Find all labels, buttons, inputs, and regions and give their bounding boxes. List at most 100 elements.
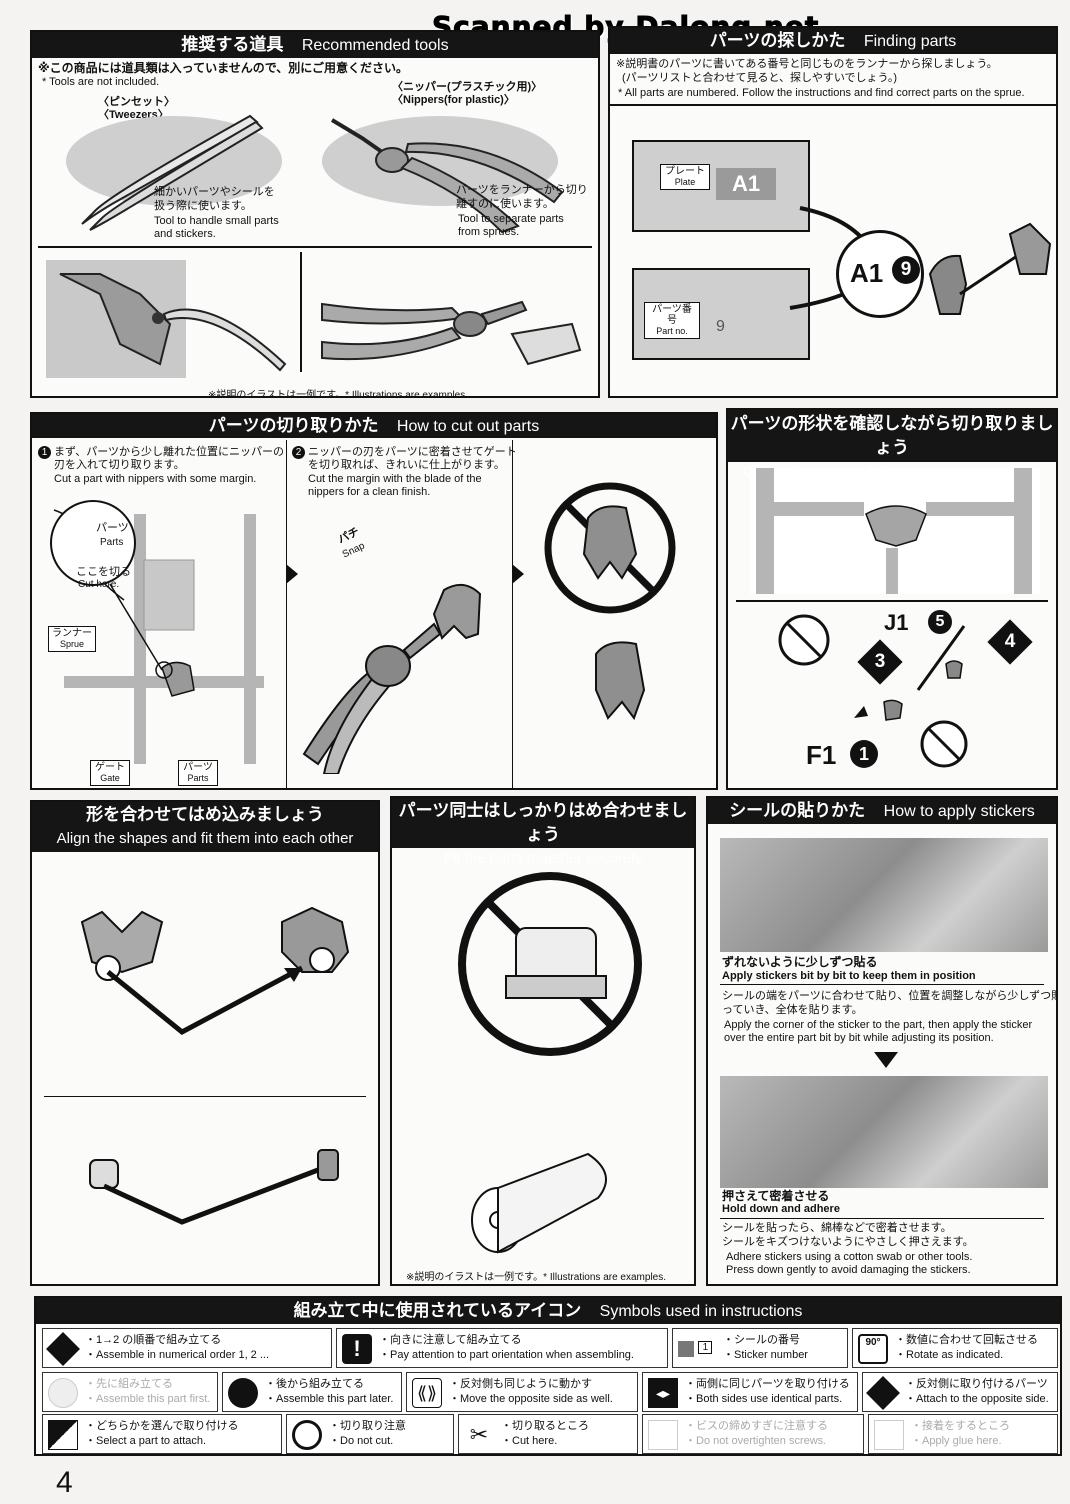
symbol-text: ・接着をするところ・Apply glue here.: [911, 1420, 1010, 1447]
sticker-divider-2: [720, 1218, 1044, 1219]
header-jp: 組み立て中に使用されているアイコン: [293, 1301, 582, 1320]
symbol-attach-opposite: ・反対側に取り付けるパーツ・Attach to the opposite sid…: [862, 1372, 1058, 1412]
symbol-assemble-first: ・先に組み立てる・Assemble this part first.: [42, 1372, 218, 1412]
sticker-step1-jp1: シールの端をパーツに合わせて貼り、位置を調整しながら少しずつ貼: [722, 990, 1058, 1002]
finding-part-illustration: [928, 222, 1052, 315]
align-illustration-bottom: [89, 1149, 339, 1225]
header-en: How to cut out parts: [396, 418, 540, 435]
cut-here-icon: ✂: [469, 1422, 489, 1447]
nippers-bg-blob: [322, 116, 558, 206]
symbol-text: ・どちらかを選んで取り付ける・Select a part to attach.: [85, 1420, 239, 1447]
header-jp: パーツ同士はしっかりはめ合わせましょう: [398, 801, 688, 844]
fit-parts-panel: パーツ同士はしっかりはめ合わせましょう Fit the parts togeth…: [390, 796, 696, 1286]
header-jp: パーツの形状を確認しながら切り取りましょう: [730, 414, 1054, 457]
finding-note-jp1: ※説明書のパーツに書いてある番号と同じものをランナーから探しましょう。: [616, 58, 998, 70]
sticker-down-arrow: [874, 1052, 898, 1068]
sticker-step2-heading-en: Hold down and adhere: [722, 1203, 840, 1215]
sticker-step2-jp1: シールを貼ったら、綿棒などで密着させます。: [722, 1222, 952, 1234]
sticker-divider-1: [720, 984, 1044, 985]
symbol-text: ・向きに注意して組み立てる・Pay attention to part orie…: [379, 1334, 634, 1361]
sprue-illustration: [53, 509, 264, 764]
do-not-cut-icon: [292, 1420, 322, 1450]
cut-zoom-circle: [50, 500, 136, 586]
sprue-label-en: Sprue: [59, 639, 85, 649]
sticker-code: 1: [698, 1341, 713, 1354]
panel-header: パーツの切り取りかた How to cut out parts: [32, 414, 716, 438]
move-opposite-icon: ⟪⟫: [412, 1378, 442, 1408]
step2-badge: 2: [292, 446, 305, 459]
step-arrow-2: [512, 564, 524, 584]
cut-divider-2: [512, 440, 513, 788]
exclamation-icon: !: [342, 1334, 372, 1364]
panel-header: パーツ同士はしっかりはめ合わせましょう Fit the parts togeth…: [392, 798, 694, 867]
tweezers-desc-jp1: 細かいパーツやシールを: [154, 186, 275, 198]
gate-label: ゲート Gate: [90, 760, 130, 786]
shape-no-cut-icons: [778, 614, 968, 768]
header-en: Recommended tools: [301, 37, 449, 54]
tools-divider-vertical: [300, 252, 302, 372]
nippers-desc-en2: from sprues.: [458, 226, 520, 238]
tweezers-desc-jp2: 扱う際に使います。: [154, 200, 252, 212]
glue-icon: [874, 1420, 904, 1450]
symbol-text: ・切り取るところ・Cut here.: [501, 1420, 589, 1447]
part-callout-number: 9: [892, 256, 920, 284]
header-en: Align the shapes and fit them into each …: [56, 830, 354, 847]
header-en: How to apply stickers: [883, 803, 1035, 820]
symbol-text: ・反対側に取り付けるパーツ・Attach to the opposite sid…: [905, 1378, 1049, 1405]
cut-divider-1: [286, 440, 287, 788]
part-callout-letter: A1: [850, 258, 884, 288]
sticker-step2-en2: Press down gently to avoid damaging the …: [726, 1264, 971, 1276]
plate-label: プレート Plate: [660, 164, 710, 190]
screw-icon: [648, 1420, 678, 1450]
header-jp: 推奨する道具: [181, 35, 284, 54]
nippers-desc-jp1: パーツをランナーから切り: [456, 184, 588, 196]
recommended-tools-panel: 推奨する道具 Recommended tools ※この商品には道具類は入ってい…: [30, 30, 600, 398]
rotate-icon: 90°: [858, 1334, 888, 1364]
step-arrow-1: [286, 564, 298, 584]
sticker-step1-jp2: っていき、全体を貼ります。: [722, 1004, 863, 1016]
both-sides-icon: ◂▸: [648, 1378, 678, 1408]
parts-label-box: パーツ Parts: [178, 760, 218, 786]
symbol-glue: ・接着をするところ・Apply glue here.: [868, 1414, 1058, 1454]
nippers-label-jp: 〈ニッパー(プラスチック用)〉: [392, 81, 543, 93]
symbol-text: ・反対側も同じように動かす・Move the opposite side as …: [449, 1378, 613, 1405]
tools-divider: [38, 246, 592, 248]
tweezers-illustration: [81, 114, 264, 231]
fit-secure-illustration: [471, 1152, 607, 1254]
cut-result-illustration: [595, 641, 646, 721]
nippers-illustration: [330, 118, 564, 234]
plate-label-jp: プレート: [665, 166, 705, 177]
symbol-text: ・シールの番号・Sticker number: [723, 1334, 808, 1361]
sticker-photo-tweezers: [720, 838, 1048, 952]
partno-label: パーツ番号 Part no.: [644, 302, 700, 339]
symbol-move-opposite: ⟪⟫ ・反対側も同じように動かす・Move the opposite side …: [406, 1372, 638, 1412]
symbol-orientation: ! ・向きに注意して組み立てる・Pay attention to part or…: [336, 1328, 668, 1368]
step2-jp1: ニッパーの刃をパーツに密着させてゲート: [308, 446, 517, 458]
panel-header: 形を合わせてはめ込みましょう Align the shapes and fit …: [32, 802, 378, 852]
header-jp: 形を合わせてはめ込みましょう: [86, 805, 324, 824]
sticker-number-icon: 1: [678, 1334, 718, 1364]
step1-jp2: 刃を入れて切り取ります。: [54, 459, 185, 471]
symbol-screws: ・ビスの締めすぎに注意する・Do not overtighten screws.: [642, 1414, 864, 1454]
symbol-text: ・先に組み立てる・Assemble this part first.: [85, 1378, 211, 1405]
symbol-text: ・切り取り注意・Do not cut.: [329, 1420, 406, 1447]
step2-en2: nippers for a clean finish.: [308, 486, 431, 498]
header-en: Fit the parts together securely: [443, 850, 643, 867]
page-number: 4: [56, 1466, 73, 1499]
shape-callout-f: F1: [806, 740, 837, 770]
step-4-label: 4: [1004, 631, 1016, 652]
symbol-text: ・ビスの締めすぎに注意する・Do not overtighten screws.: [685, 1420, 828, 1447]
nippers-desc-jp2: 離すのに使います。: [456, 198, 554, 210]
sprue-label-jp: ランナー: [52, 628, 92, 639]
header-jp: シールの貼りかた: [729, 801, 866, 820]
partno-digit: 9: [716, 318, 725, 335]
step2-jp2: を切り取れば、きれいに仕上がります。: [308, 459, 505, 471]
tools-illustration-note: ※説明のイラストは一例です。* Illustrations are exampl…: [208, 390, 469, 398]
symbol-do-not-cut: ・切り取り注意・Do not cut.: [286, 1414, 454, 1454]
align-shapes-panel: 形を合わせてはめ込みましょう Align the shapes and fit …: [30, 800, 380, 1286]
plate-label-en: Plate: [674, 177, 696, 187]
assemble-first-icon: [48, 1378, 78, 1408]
apply-stickers-panel: シールの貼りかた How to apply stickers ずれないように少し…: [706, 796, 1058, 1286]
parts2-label-en: Parts: [187, 773, 209, 783]
header-jp: パーツの探しかた: [709, 31, 846, 50]
